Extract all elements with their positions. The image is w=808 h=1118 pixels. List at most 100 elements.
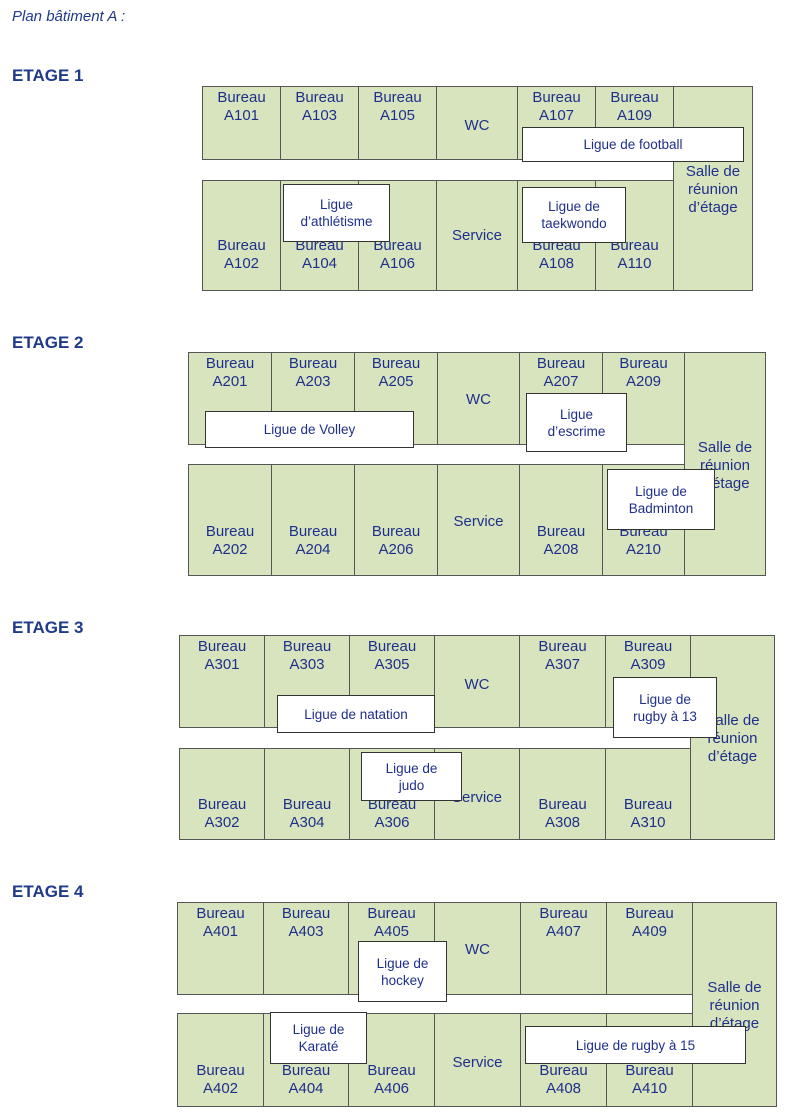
room-label: WC <box>435 941 520 959</box>
room-label-line: A109 <box>616 107 653 124</box>
room-label-line: A403 <box>288 923 324 940</box>
room-label-line: Bureau <box>625 905 674 922</box>
league-name-line: d’athlétisme <box>300 214 373 229</box>
room-label-line: Bureau <box>205 523 255 540</box>
room-label-line: A308 <box>544 814 581 831</box>
room-label-line: A203 <box>295 373 331 390</box>
room-label-line: Bureau <box>619 355 668 372</box>
room-label-line: Bureau <box>367 905 416 922</box>
room-label-line: Bureau <box>623 796 673 813</box>
room-label: WC <box>437 117 517 135</box>
league-label-box: Ligue de natation <box>277 695 435 733</box>
room-label-line: WC <box>465 941 490 958</box>
room-label-line: Bureau <box>367 638 417 655</box>
league-name-line: Ligue de rugby à 15 <box>575 1037 696 1053</box>
room-label-line: Bureau <box>282 638 332 655</box>
room-label-line: Bureau <box>197 796 247 813</box>
room-label-line: A106 <box>379 255 416 272</box>
league-label-box: Ligue d’athlétisme <box>283 184 390 242</box>
plan-title: Plan bâtiment A : <box>12 8 126 25</box>
league-name-line: Ligue <box>319 197 354 212</box>
room-label-line: Service <box>451 227 503 244</box>
room-label: Service <box>435 1054 520 1072</box>
room-wc: WC <box>437 352 520 445</box>
room-label: Service <box>437 227 517 245</box>
room-label: Service <box>435 789 519 807</box>
room-label-line: A302 <box>204 814 240 831</box>
league-name-line: Ligue <box>559 406 594 422</box>
room-label-line: Bureau <box>281 1062 331 1079</box>
room-label-line: A305 <box>374 656 410 673</box>
room-label-line: A102 <box>223 255 260 272</box>
room-wc: WC <box>434 902 521 995</box>
room-wc: WC <box>434 635 520 728</box>
room-label-line: A309 <box>630 656 666 673</box>
room-label-line: A209 <box>625 373 662 390</box>
room-label-line: A110 <box>617 255 652 272</box>
room-label-line: Bureau <box>536 523 586 540</box>
room-label-line: A108 <box>538 255 575 272</box>
room-label-line: Bureau <box>281 905 331 922</box>
room-label-line: Bureau <box>197 638 247 655</box>
floor-label: ETAGE 3 <box>12 618 84 637</box>
room-label-line: Salle de <box>685 163 741 180</box>
room-label: WC <box>438 391 519 409</box>
league-name-line: d’escrime <box>547 423 606 439</box>
league-name-line: Ligue de <box>385 760 438 776</box>
room-label-line: Service <box>452 1054 503 1071</box>
league-name-line: hockey <box>381 972 424 988</box>
room-label-line: réunion <box>687 181 739 198</box>
room-label-line: Bureau <box>371 523 421 540</box>
room-label-line: A107 <box>538 107 575 124</box>
league-name-line: rugby à 13 <box>633 708 697 724</box>
room-label-line: Bureau <box>217 237 266 254</box>
room-label-line: Bureau <box>196 1062 245 1079</box>
room-label-line: Salle de <box>705 712 760 729</box>
room-label-line: Bureau <box>288 523 338 540</box>
room-label-line: réunion <box>707 730 758 747</box>
room-label-line: WC <box>464 117 490 134</box>
room-label: WC <box>435 676 519 694</box>
room-label-line: Bureau <box>288 355 338 372</box>
room-label-line: Bureau <box>610 89 659 106</box>
room-label-line: Salle de <box>707 979 762 996</box>
room-label-line: A407 <box>545 923 582 940</box>
room-label-line: Bureau <box>538 796 587 813</box>
